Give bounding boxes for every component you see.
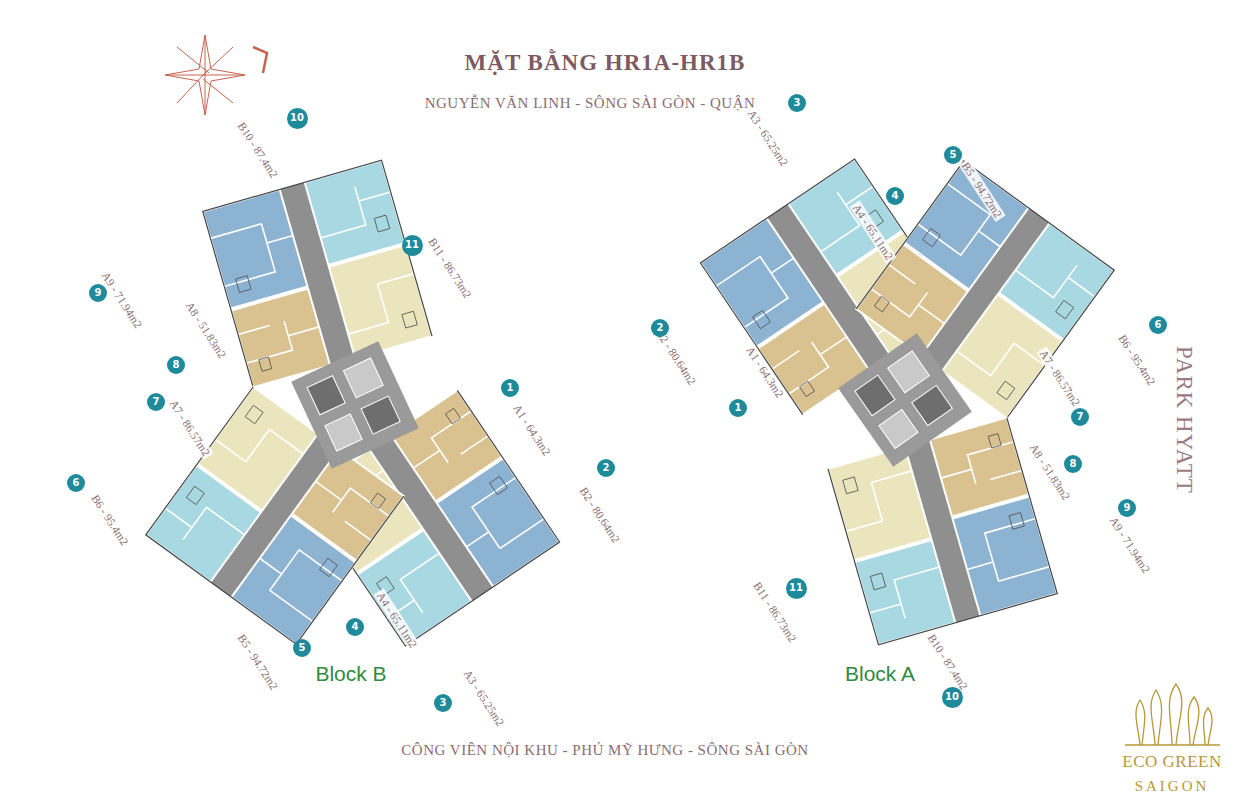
callout-number: 1: [729, 399, 747, 417]
block-name: Block B: [315, 662, 386, 686]
callout-number: 3: [788, 94, 806, 112]
callout-text: 9: [95, 288, 102, 298]
unit-label: A9 - 71.94m2: [1106, 513, 1153, 577]
callout-text: 11: [789, 583, 803, 593]
callout-number: 2: [597, 459, 615, 477]
callout-text: 2: [603, 463, 610, 473]
callout-text: 9: [1124, 503, 1131, 513]
unit-label: A8 - 51.83m2: [1026, 440, 1073, 504]
unit-label: B10 - 87.4m2: [925, 630, 972, 693]
callout-text: 4: [352, 622, 359, 632]
callout-text: 5: [299, 643, 306, 653]
callout-number: 9: [1118, 499, 1136, 517]
callout-text: 3: [794, 98, 801, 108]
logo-text: ECO GREEN: [1122, 752, 1221, 772]
callout-text: 6: [1155, 320, 1162, 330]
unit-label: A3 - 65.25m2: [460, 666, 507, 730]
callout-text: 4: [892, 191, 899, 201]
unit-label: B2 - 80.64m2: [577, 483, 624, 546]
callout-text: 5: [950, 150, 957, 160]
callout-text: 1: [735, 403, 742, 413]
callout-number: 11: [402, 235, 423, 256]
street-label: NGUYỄN VĂN LINH - SÔNG SÀI GÒN - QUẬN: [425, 95, 756, 112]
callout-number: 10: [287, 108, 308, 129]
callout-text: 8: [1070, 459, 1077, 469]
unit-label: A8 - 51.83m2: [182, 298, 229, 362]
callout-number: 10: [942, 687, 963, 708]
callout-number: 8: [1064, 455, 1082, 473]
callout-text: 7: [1077, 412, 1084, 422]
unit-label: A7 - 86.57m2: [166, 396, 213, 460]
callout-number: 11: [786, 578, 807, 599]
block-a-plan: [700, 159, 1114, 645]
callout-text: 2: [657, 323, 664, 333]
callout-text: 7: [153, 397, 160, 407]
callout-text: 6: [73, 478, 80, 488]
plan-title: MẶT BẰNG HR1A-HR1B: [465, 50, 746, 76]
block-name: Block A: [845, 662, 915, 686]
callout-number: 5: [293, 639, 311, 657]
logo-trees: [1125, 684, 1220, 745]
unit-label: A3 - 65.25m2: [744, 106, 791, 170]
callout-text: 10: [945, 692, 959, 702]
caption-label: CÔNG VIÊN NỘI KHU - PHÚ MỸ HƯNG - SÔNG S…: [401, 742, 808, 759]
callout-number: 7: [1071, 408, 1089, 426]
callout-number: 4: [886, 187, 904, 205]
callout-number: 8: [167, 356, 185, 374]
unit-label: B6 - 95.4m2: [1115, 331, 1159, 389]
block-b-plan: [146, 160, 560, 646]
unit-label: A7 - 86.57m2: [1036, 346, 1083, 410]
callout-text: 11: [405, 240, 419, 250]
callout-number: 6: [67, 474, 85, 492]
callout-number: 5: [944, 146, 962, 164]
callout-number: 7: [147, 393, 165, 411]
callout-text: 1: [507, 383, 514, 393]
callout-number: 6: [1149, 316, 1167, 334]
callout-number: 9: [89, 284, 107, 302]
callout-number: 1: [501, 379, 519, 397]
callout-number: 3: [434, 694, 452, 712]
callout-text: 10: [290, 113, 304, 123]
callout-text: 3: [440, 698, 447, 708]
landmark-label: PARK HYATT: [1171, 346, 1197, 494]
logo-text: SAIGON: [1135, 778, 1210, 795]
unit-label: B6 - 95.4m2: [88, 491, 132, 549]
unit-label: A1 - 64.3m2: [510, 401, 554, 460]
callout-number: 4: [346, 618, 364, 636]
callout-number: 2: [651, 319, 669, 337]
compass-rose: [165, 35, 267, 115]
unit-label: B11 - 86.73m2: [425, 234, 475, 302]
unit-label: B10 - 87.4m2: [235, 118, 282, 181]
unit-label: A9 - 71.94m2: [98, 268, 145, 332]
callout-text: 8: [173, 360, 180, 370]
unit-label: B5 - 94.72m2: [235, 630, 282, 693]
